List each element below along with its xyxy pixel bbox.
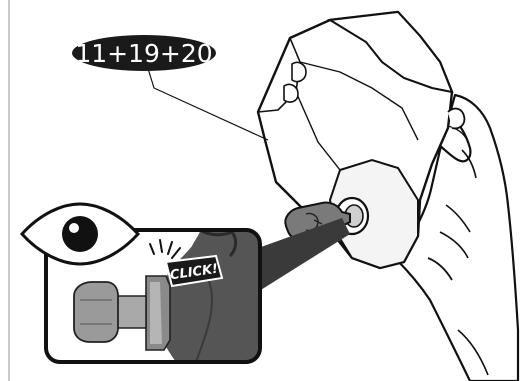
part-number-label: 11+19+20 <box>75 39 212 68</box>
part-number-callout: 11+19+20 <box>72 35 216 71</box>
callout-leader-line <box>146 62 268 140</box>
